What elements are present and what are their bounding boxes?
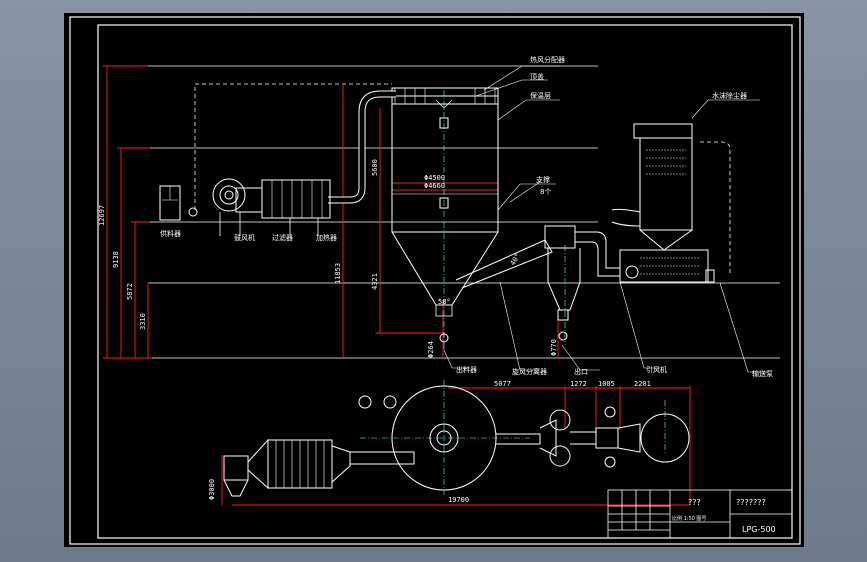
dim-d-outer: Φ4660 <box>424 182 445 190</box>
dim-d-inner: Φ4500 <box>424 174 445 182</box>
hot-air-duct-inner <box>328 91 396 203</box>
component-labels: 热风分配器 顶盖 保温层 水沫除尘器 供料器 鼓风机 过滤器 加热器 支撑 8个… <box>160 55 773 378</box>
dim-d-cyclone: Φ770 <box>550 339 558 356</box>
title-mini-text: 比例 1:50 图号 <box>672 515 706 522</box>
label-discharge: 出料器 <box>456 365 477 374</box>
dim-plan-2: 1272 <box>570 380 587 388</box>
feed-train <box>159 178 331 236</box>
dim-plan-total: 19700 <box>448 496 469 504</box>
title-main: ??????? <box>736 498 766 507</box>
title-block-text: ??? ??????? LPG-500 比例 1:50 图号 <box>672 498 776 534</box>
label-blower: 鼓风机 <box>234 233 255 242</box>
dim-d-outlet: Φ264 <box>427 341 435 358</box>
dim-plan-4: 2201 <box>634 380 651 388</box>
dim-h-4: 3310 <box>139 313 147 330</box>
label-fan: 引风机 <box>646 365 667 374</box>
air-duct-dashed <box>194 83 392 210</box>
title-block <box>607 489 793 539</box>
label-hot-air-distributor: 热风分配器 <box>530 55 565 64</box>
dim-angle-cone: 58° <box>438 298 451 306</box>
title-model: LPG-500 <box>742 525 776 534</box>
red-dimensions <box>103 65 691 506</box>
inner-frame <box>97 24 793 539</box>
label-filter: 过滤器 <box>272 233 293 242</box>
leader-lines <box>443 65 768 373</box>
label-chamber-count: 8个 <box>540 188 551 196</box>
center-lines <box>360 90 666 495</box>
dim-h-2: 9138 <box>112 251 120 268</box>
cyclone-assembly <box>455 181 620 341</box>
label-top-sleeve: 顶盖 <box>530 72 544 81</box>
dimension-labels: 12697 9138 5872 3310 11853 5600 4321 Φ45… <box>98 159 651 504</box>
dim-h-3: 5872 <box>126 283 134 300</box>
label-cyclone: 旋风分离器 <box>512 367 547 376</box>
dim-plan-side: Φ3000 <box>208 479 216 500</box>
label-pump: 输送泵 <box>752 369 773 378</box>
dust-collector <box>611 123 715 283</box>
dim-h-cone: 4321 <box>371 273 379 290</box>
dim-plan-1: 5077 <box>494 380 511 388</box>
label-feeder: 供料器 <box>160 229 181 238</box>
outer-frame <box>69 16 801 545</box>
spray-dryer-chamber <box>391 87 499 343</box>
label-insulation: 保温层 <box>530 91 551 100</box>
dim-h-total: 12697 <box>98 205 106 226</box>
plan-view <box>223 385 690 497</box>
dim-h-chamber: 11853 <box>334 263 342 284</box>
title-unknown: ??? <box>688 498 701 507</box>
dim-h-cylinder: 5600 <box>371 159 379 176</box>
label-outlet: 出口 <box>574 367 588 376</box>
drawing-sheet <box>64 13 804 547</box>
label-support: 支撑 <box>536 175 550 184</box>
dim-plan-3: 1005 <box>598 380 615 388</box>
return-duct-dashed <box>700 141 731 275</box>
label-heater: 加热器 <box>316 233 337 242</box>
label-dust-collector: 水沫除尘器 <box>712 91 747 100</box>
